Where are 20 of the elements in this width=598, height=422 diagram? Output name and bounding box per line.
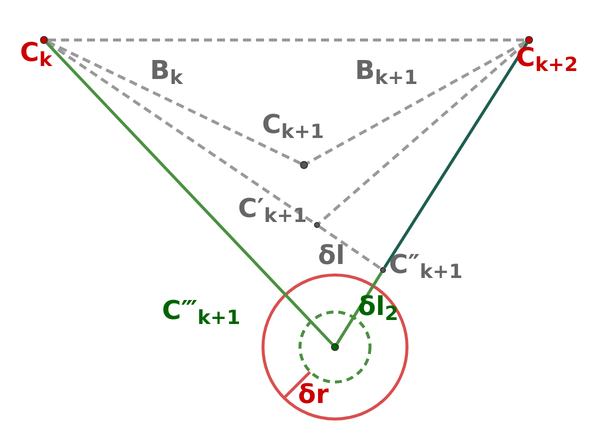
dashed-line (46, 40, 302, 165)
point-label: C$_{k+2}$ (516, 45, 578, 71)
point-label: C‴$_{k+1}$ (162, 298, 240, 324)
dashed-line (318, 42, 527, 224)
math-label: δl (318, 243, 345, 269)
math-label: δr (298, 382, 329, 408)
math-label: δl$_{2}$ (358, 294, 398, 320)
dashed-line (46, 41, 316, 225)
dashed-line (306, 40, 526, 164)
dashed-line (48, 38, 525, 42)
point-label: C″$_{k+1}$ (389, 252, 463, 278)
line-segment (383, 42, 528, 268)
line-segment (336, 272, 383, 344)
math-label: B$_{k+1}$ (355, 58, 418, 84)
line-segment (46, 42, 334, 346)
point-label: C$_{k+1}$ (262, 112, 324, 138)
dashed-line (318, 225, 382, 270)
math-label: B$_{k}$ (150, 58, 183, 84)
point-label: C′$_{k+1}$ (238, 196, 307, 222)
point-label: C$_{k}$ (20, 40, 52, 66)
